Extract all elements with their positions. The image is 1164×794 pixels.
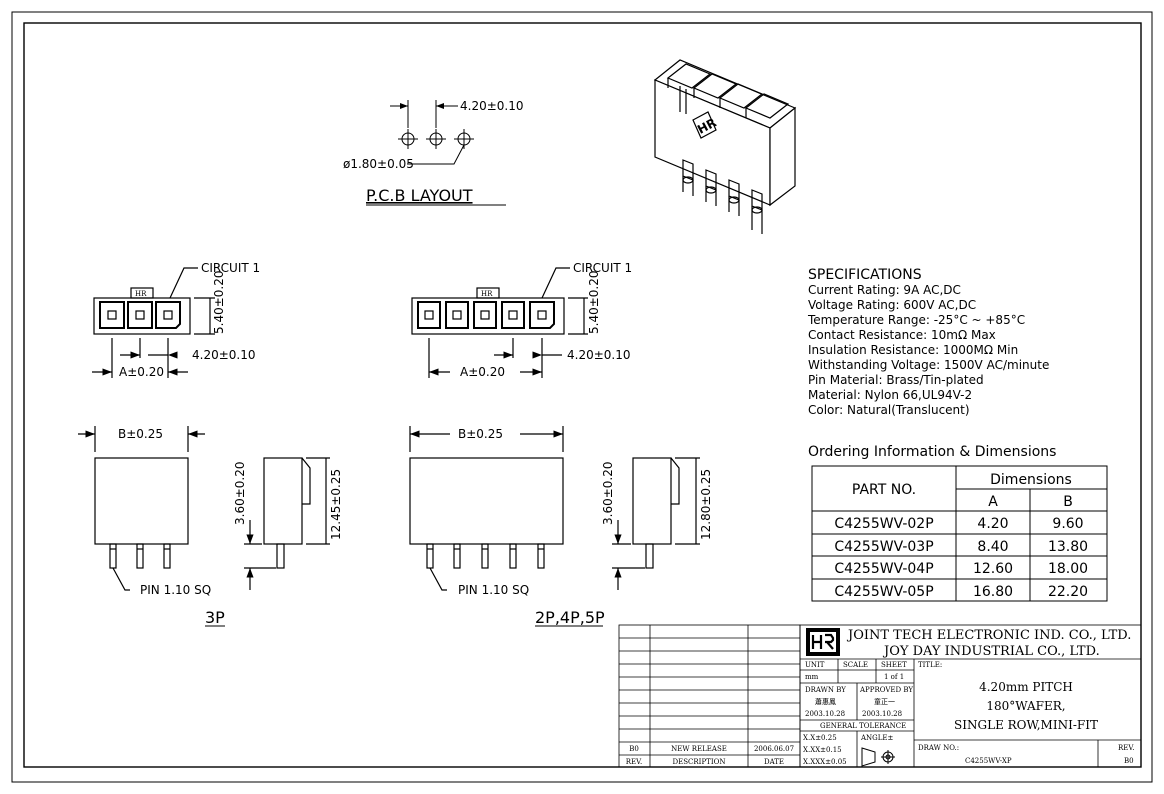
unit-value: mm <box>805 673 819 681</box>
revision-desc-header: DESCRIPTION <box>673 758 726 766</box>
company-logo-icon <box>806 628 840 656</box>
revision-date-header: DATE <box>764 758 784 766</box>
sheet-label: SHEET <box>881 661 907 669</box>
drawn-by-name: 蕭惠鳳 <box>815 697 836 706</box>
front3p-pin-label: PIN 1.10 SQ <box>140 583 211 597</box>
company-name-1: JOINT TECH ELECTRONIC IND. CO., LTD. <box>846 628 1131 643</box>
company-name-2: JOY DAY INDUSTRIAL CO., LTD. <box>882 644 1100 659</box>
ordering-part-cell: C4255WV-02P <box>834 516 933 532</box>
revision-rev: B0 <box>629 745 639 753</box>
specs-title: SPECIFICATIONS <box>808 267 922 283</box>
pcb-pitch-dim: 4.20±0.10 <box>460 99 524 113</box>
ordering-a-cell: 16.80 <box>973 584 1013 600</box>
ordering-part-cell: C4255WV-05P <box>834 584 933 600</box>
caption-2p-4p-5p: 2P,4P,5P <box>535 608 605 627</box>
top-view-5p <box>411 267 588 378</box>
ordering-col-b: B <box>1063 494 1073 510</box>
pcb-layout-label: P.C.B LAYOUT <box>366 186 473 205</box>
title-line-1: 4.20mm PITCH <box>979 680 1073 694</box>
ordering-part-cell: C4255WV-03P <box>834 539 933 555</box>
spec-line: Voltage Rating: 600V AC,DC <box>808 298 976 312</box>
tolerance-2: X.XX±0.15 <box>803 746 842 754</box>
side-view-5p <box>612 457 700 590</box>
spec-line: Pin Material: Brass/Tin-plated <box>808 373 984 387</box>
drawn-by-label: DRAWN BY <box>805 686 846 694</box>
top5p-hr-logo: HR <box>481 290 493 298</box>
inner-border <box>23 22 1142 768</box>
front-view-5p <box>409 426 564 591</box>
title-line-2: 180°WAFER, <box>986 699 1065 713</box>
front5p-b-dim: B±0.25 <box>458 427 503 441</box>
draw-no-value: C4255WV-XP <box>965 757 1012 765</box>
isometric-view <box>653 59 797 234</box>
title-block <box>799 624 1142 768</box>
top3p-hr-logo: HR <box>135 290 147 298</box>
spec-line: Current Rating: 9A AC,DC <box>808 283 961 297</box>
ordering-part-cell: C4255WV-04P <box>834 561 933 577</box>
front-view-3p <box>78 426 205 591</box>
approved-by-date: 2003.10.28 <box>862 710 902 718</box>
spec-line: Temperature Range: -25°C ~ +85°C <box>807 313 1025 327</box>
top3p-circuit-label: CIRCUIT 1 <box>201 261 260 275</box>
caption-3p: 3P <box>205 608 225 627</box>
front3p-b-dim: B±0.25 <box>118 427 163 441</box>
front5p-pin-label: PIN 1.10 SQ <box>458 583 529 597</box>
top5p-pitch-dim: 4.20±0.10 <box>567 348 631 362</box>
outer-border <box>11 11 1153 783</box>
scale-label: SCALE <box>843 661 868 669</box>
ordering-part-header: PART NO. <box>852 482 916 498</box>
top3p-a-dim: A±0.20 <box>119 365 164 379</box>
top5p-height-dim: 5.40±0.20 <box>587 271 601 335</box>
revision-date: 2006.06.07 <box>754 745 794 753</box>
spec-line: Material: Nylon 66,UL94V-2 <box>808 388 972 402</box>
projection-symbol-icon <box>861 747 895 767</box>
tolerance-1: X.X±0.25 <box>803 734 837 742</box>
spec-line: Withstanding Voltage: 1500V AC/minute <box>808 358 1049 372</box>
top5p-a-dim: A±0.20 <box>460 365 505 379</box>
top3p-height-dim: 5.40±0.20 <box>212 271 226 335</box>
ordering-title: Ordering Information & Dimensions <box>808 444 1056 460</box>
title-label: TITLE: <box>918 661 942 669</box>
ordering-table <box>811 465 1108 602</box>
top5p-circuit-label: CIRCUIT 1 <box>573 261 632 275</box>
unit-label: UNIT <box>805 661 825 669</box>
side5p-h2-dim: 12.80±0.25 <box>699 469 713 540</box>
approved-by-label: APPROVED BY <box>859 686 913 694</box>
ordering-col-a: A <box>988 494 998 510</box>
top-view-3p <box>92 267 215 378</box>
pcb-layout-view <box>390 100 474 165</box>
ordering-dim-header: Dimensions <box>990 472 1072 488</box>
sheet-value: 1 of 1 <box>884 673 904 681</box>
ordering-a-cell: 12.60 <box>973 561 1013 577</box>
ordering-b-cell: 22.20 <box>1048 584 1088 600</box>
rev-value: B0 <box>1124 757 1134 765</box>
ordering-a-cell: 8.40 <box>977 539 1008 555</box>
draw-no-label: DRAW NO.: <box>918 744 959 752</box>
rev-label: REV. <box>1118 744 1134 752</box>
tolerance-3: X.XXX±0.05 <box>803 758 847 766</box>
pcb-hole-dim: ø1.80±0.05 <box>343 157 414 171</box>
revision-desc: NEW RELEASE <box>671 745 727 753</box>
drawn-by-date: 2003.10.28 <box>805 710 845 718</box>
title-line-3: SINGLE ROW,MINI-FIT <box>954 718 1098 732</box>
angle-label: ANGLE± <box>860 734 894 742</box>
side-view-3p <box>244 457 330 590</box>
side3p-h2-dim: 12.45±0.25 <box>329 469 343 540</box>
side5p-h1-dim: 3.60±0.20 <box>601 462 615 526</box>
approved-by-name: 童正一 <box>874 697 895 706</box>
spec-line: Insulation Resistance: 1000MΩ Min <box>808 343 1018 357</box>
ordering-b-cell: 18.00 <box>1048 561 1088 577</box>
ordering-a-cell: 4.20 <box>977 516 1008 532</box>
ordering-b-cell: 9.60 <box>1052 516 1083 532</box>
spec-line: Contact Resistance: 10mΩ Max <box>808 328 996 342</box>
top3p-pitch-dim: 4.20±0.10 <box>192 348 256 362</box>
tolerance-label: GENERAL TOLERANCE <box>820 722 906 730</box>
ordering-b-cell: 13.80 <box>1048 539 1088 555</box>
side3p-h1-dim: 3.60±0.20 <box>233 462 247 526</box>
spec-line: Color: Natural(Translucent) <box>808 403 970 417</box>
revision-rev-header: REV. <box>626 758 642 766</box>
